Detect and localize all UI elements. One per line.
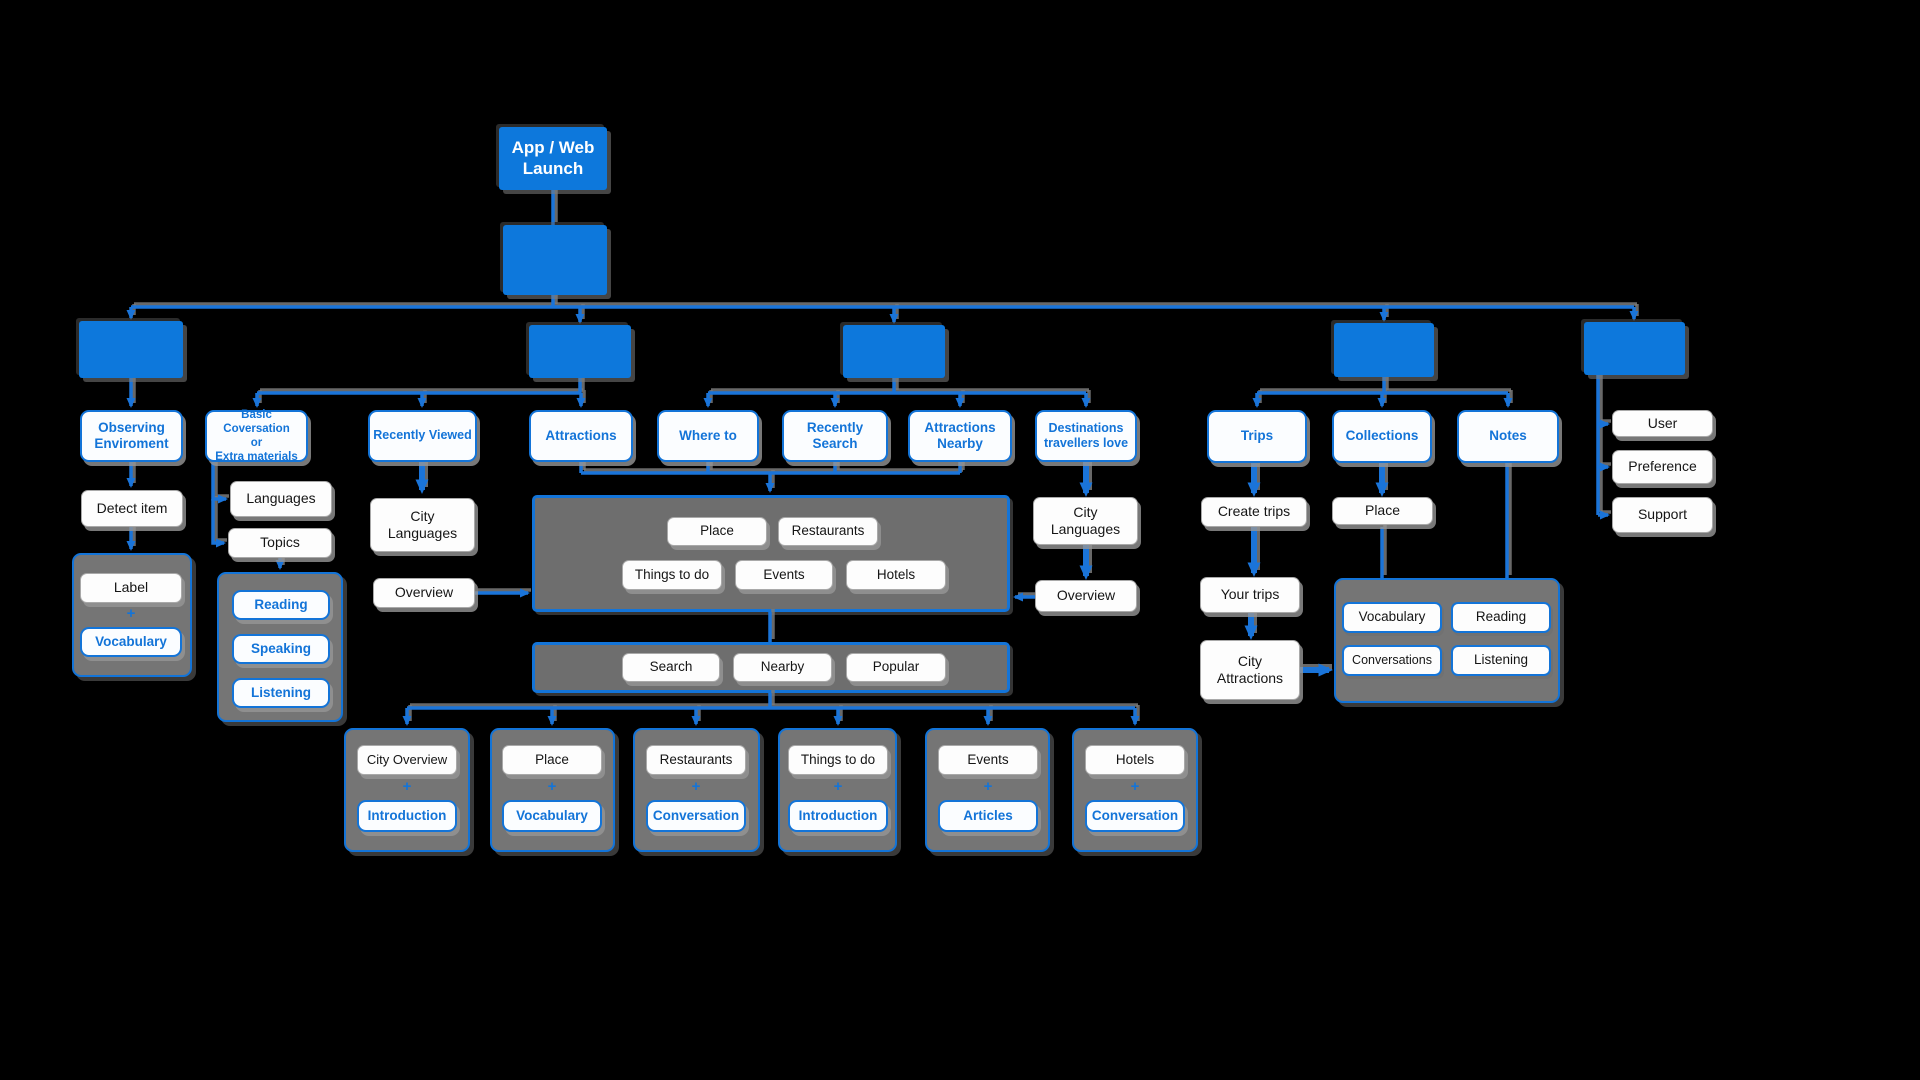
node-recently-viewed[interactable]: Recently Viewed (368, 410, 477, 462)
node-reading-right[interactable]: Reading (1451, 602, 1551, 633)
node-blank-level1[interactable] (503, 225, 607, 295)
plus-icon: + (1130, 777, 1140, 795)
node-overview-left[interactable]: Overview (373, 578, 475, 608)
node-introduction-sub-1[interactable]: Introduction (357, 800, 457, 832)
node-introduction-sub-2[interactable]: Introduction (788, 800, 888, 832)
plus-icon: + (547, 777, 557, 795)
node-restaurants-panel[interactable]: Restaurants (778, 517, 878, 546)
node-blank-branch-c[interactable] (843, 325, 945, 378)
node-place-sub[interactable]: Place (502, 745, 602, 775)
connector (211, 499, 226, 548)
plus-icon: + (402, 777, 412, 795)
node-search[interactable]: Search (622, 653, 720, 682)
node-collections[interactable]: Collections (1332, 410, 1432, 463)
connector (214, 459, 229, 498)
node-nearby[interactable]: Nearby (733, 653, 832, 682)
node-blank-branch-e[interactable] (1584, 322, 1685, 375)
node-topics[interactable]: Topics (228, 528, 332, 558)
node-where-to[interactable]: Where to (657, 410, 759, 462)
plus-icon: + (983, 777, 993, 795)
node-restaurants-sub[interactable]: Restaurants (646, 745, 746, 775)
node-label[interactable]: Label (80, 573, 182, 603)
node-conversation-sub-1[interactable]: Conversation (646, 800, 746, 832)
node-create-trips[interactable]: Create trips (1201, 497, 1307, 527)
node-blank-branch-a[interactable] (79, 321, 183, 378)
node-trips[interactable]: Trips (1207, 410, 1307, 463)
node-recently-search[interactable]: Recently Search (782, 410, 888, 462)
node-place-panel[interactable]: Place (667, 517, 767, 546)
node-things-to-do-panel[interactable]: Things to do (622, 560, 722, 590)
node-vocabulary-sub[interactable]: Vocabulary (502, 800, 602, 832)
node-destinations-travellers-love[interactable]: Destinations travellers love (1035, 410, 1137, 462)
node-attractions[interactable]: Attractions (529, 410, 633, 462)
node-blank-branch-d[interactable] (1334, 323, 1434, 377)
node-overview-right[interactable]: Overview (1035, 580, 1137, 612)
node-city-attractions[interactable]: City Attractions (1200, 640, 1300, 700)
plus-icon: + (691, 777, 701, 795)
node-articles-sub[interactable]: Articles (938, 800, 1038, 832)
node-support[interactable]: Support (1612, 497, 1713, 533)
node-speaking[interactable]: Speaking (232, 634, 330, 664)
node-preference[interactable]: Preference (1612, 450, 1713, 484)
panel-attraction-categories[interactable] (532, 495, 1010, 612)
node-detect-item[interactable]: Detect item (81, 490, 183, 527)
node-popular[interactable]: Popular (846, 653, 946, 682)
node-notes[interactable]: Notes (1457, 410, 1559, 463)
node-city-languages-right[interactable]: City Languages (1033, 497, 1138, 545)
node-vocabulary-left[interactable]: Vocabulary (80, 627, 182, 657)
node-place-right[interactable]: Place (1332, 497, 1433, 525)
node-conversation-sub-2[interactable]: Conversation (1085, 800, 1185, 832)
node-listening-right[interactable]: Listening (1451, 645, 1551, 676)
node-conversations-right[interactable]: Conversations (1342, 645, 1442, 676)
node-hotels-panel[interactable]: Hotels (846, 560, 946, 590)
node-city-languages-left[interactable]: City Languages (370, 498, 475, 552)
node-languages[interactable]: Languages (230, 481, 332, 517)
node-things-to-do-sub[interactable]: Things to do (788, 745, 888, 775)
node-vocabulary-right[interactable]: Vocabulary (1342, 602, 1442, 633)
plus-icon: + (126, 604, 136, 622)
node-events-panel[interactable]: Events (735, 560, 833, 590)
node-basic-conversation[interactable]: Basic Coversation or Extra materials (205, 409, 308, 463)
node-user[interactable]: User (1612, 410, 1713, 437)
connector (214, 496, 227, 542)
node-app-web-launch[interactable]: App / Web Launch (499, 127, 607, 190)
node-blank-branch-b[interactable] (529, 325, 631, 378)
node-reading[interactable]: Reading (232, 590, 330, 620)
group-collections-skills[interactable] (1334, 578, 1560, 703)
node-events-sub[interactable]: Events (938, 745, 1038, 775)
plus-icon: + (833, 777, 843, 795)
node-your-trips[interactable]: Your trips (1200, 577, 1300, 613)
node-listening[interactable]: Listening (232, 678, 330, 708)
node-observing-enviroment[interactable]: Observing Enviroment (80, 410, 183, 462)
node-hotels-sub[interactable]: Hotels (1085, 745, 1185, 775)
node-attractions-nearby[interactable]: Attractions Nearby (908, 410, 1012, 462)
node-city-overview-sub[interactable]: City Overview (357, 745, 457, 775)
